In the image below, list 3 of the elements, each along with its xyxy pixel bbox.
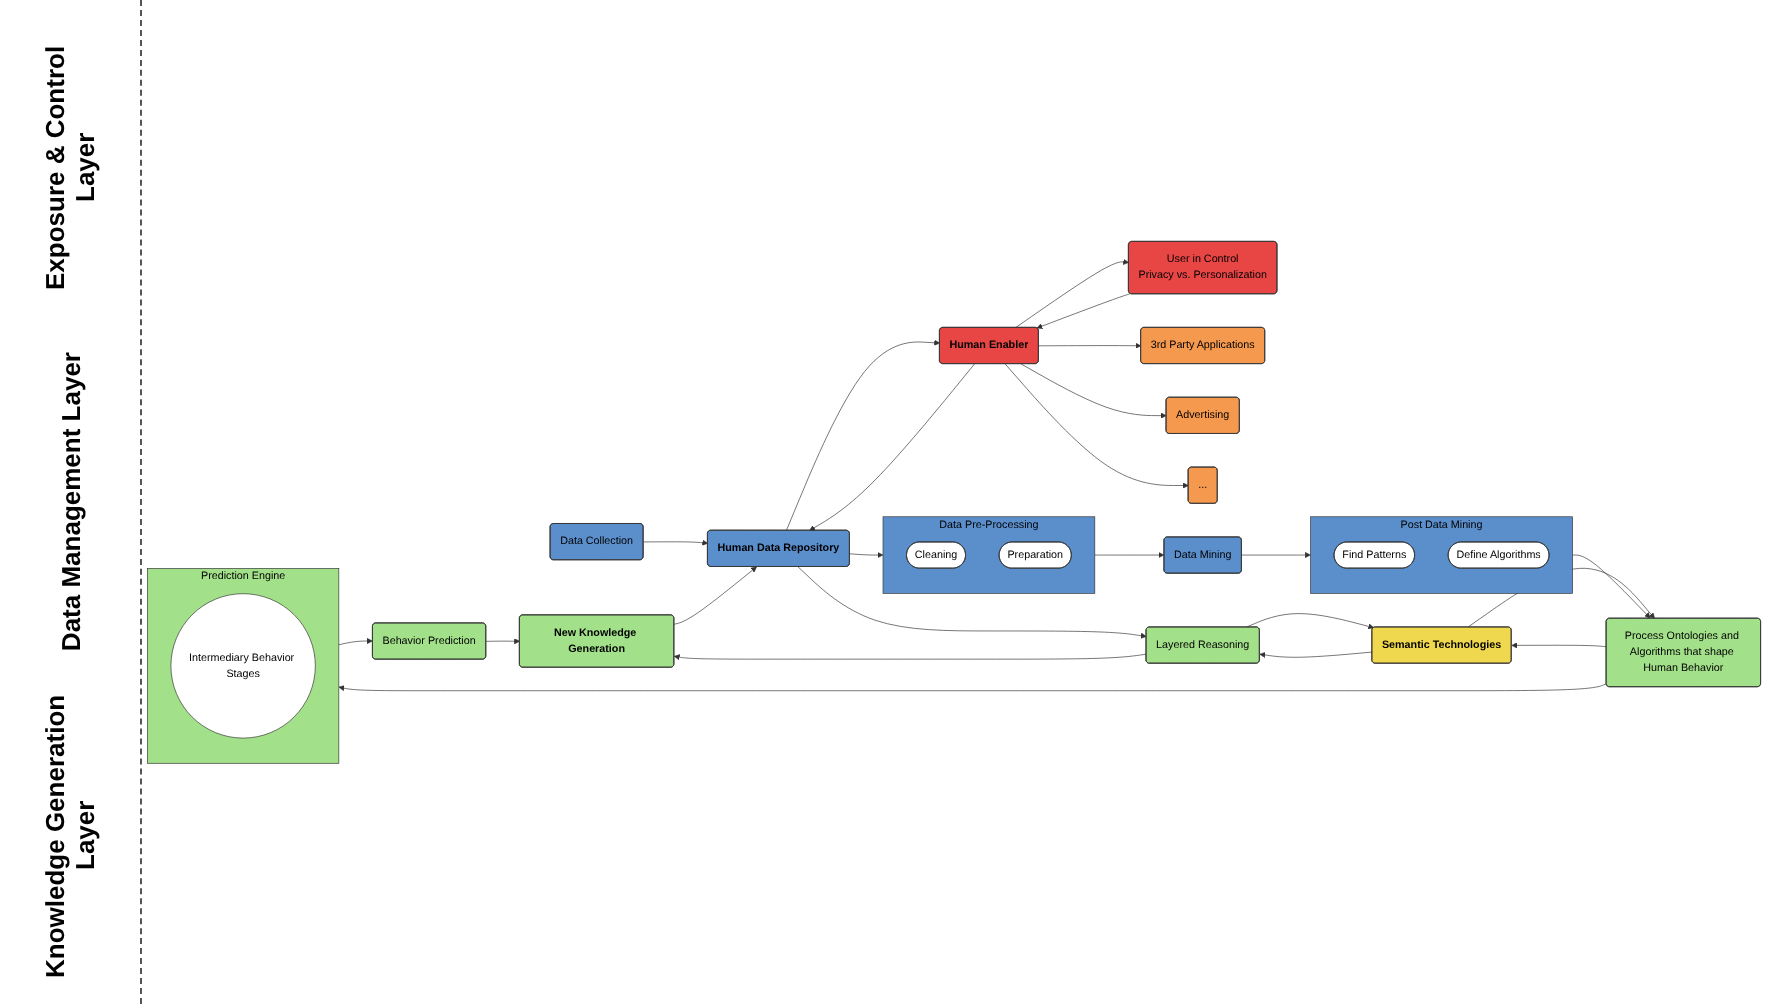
layer-label: Knowledge Generation Layer	[40, 692, 100, 983]
layer-label: Data Management Layer	[55, 352, 85, 652]
layer-label: Exposure & Control Layer	[40, 43, 100, 294]
